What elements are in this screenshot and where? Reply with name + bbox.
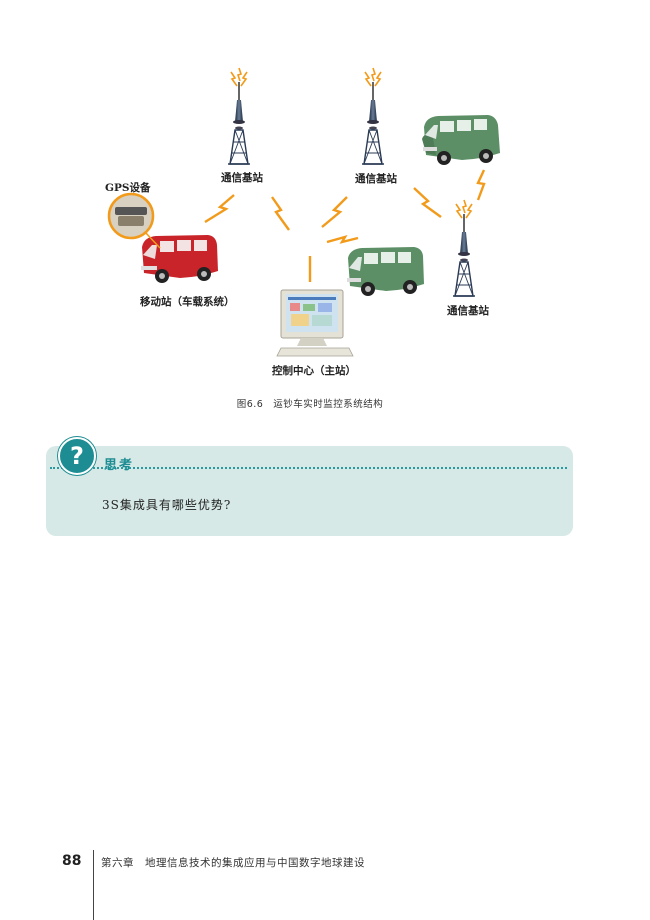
figure-caption: 图6.6 运钞车实时监控系统结构 bbox=[0, 396, 620, 410]
tower-middle-icon bbox=[361, 67, 385, 165]
computer-icon bbox=[276, 289, 354, 357]
signal-bolt-icon bbox=[476, 169, 486, 201]
question-icon: ? bbox=[58, 437, 96, 475]
gps-device-label: GPS设备 bbox=[105, 182, 151, 194]
tower-right-icon bbox=[452, 199, 476, 297]
figure-caption-text: 运钞车实时监控系统结构 bbox=[273, 399, 384, 410]
signal-bolt-icon bbox=[204, 194, 235, 224]
page-number: 88 bbox=[62, 853, 82, 869]
signal-bolt-icon bbox=[413, 187, 442, 218]
signal-bolt-icon bbox=[271, 196, 290, 231]
red-van-icon bbox=[141, 235, 218, 283]
thinking-box: 思考 3S集成具有哪些优势? bbox=[46, 446, 573, 536]
base-station-middle-label: 通信基站 bbox=[355, 173, 397, 185]
mobile-station-label: 移动站（车载系统） bbox=[140, 296, 235, 308]
signal-bolt-icon bbox=[326, 235, 359, 244]
dotted-divider bbox=[50, 467, 567, 469]
figure-number: 图6.6 bbox=[236, 399, 264, 410]
system-diagram bbox=[107, 67, 500, 357]
base-station-right-label: 通信基站 bbox=[447, 305, 489, 317]
base-station-left-label: 通信基站 bbox=[221, 172, 263, 184]
thinking-question: 3S集成具有哪些优势? bbox=[102, 498, 232, 512]
chapter-title: 第六章 地理信息技术的集成应用与中国数字地球建设 bbox=[101, 857, 365, 869]
tower-left-icon bbox=[227, 67, 251, 165]
control-center-label: 控制中心（主站） bbox=[272, 365, 356, 377]
signal-bolt-icon bbox=[321, 196, 348, 228]
green-van-middle-icon bbox=[347, 247, 424, 296]
green-van-top-icon bbox=[422, 115, 500, 165]
gps-device-icon bbox=[107, 192, 161, 249]
thinking-title: 思考 bbox=[104, 458, 135, 473]
footer-divider bbox=[93, 850, 94, 920]
